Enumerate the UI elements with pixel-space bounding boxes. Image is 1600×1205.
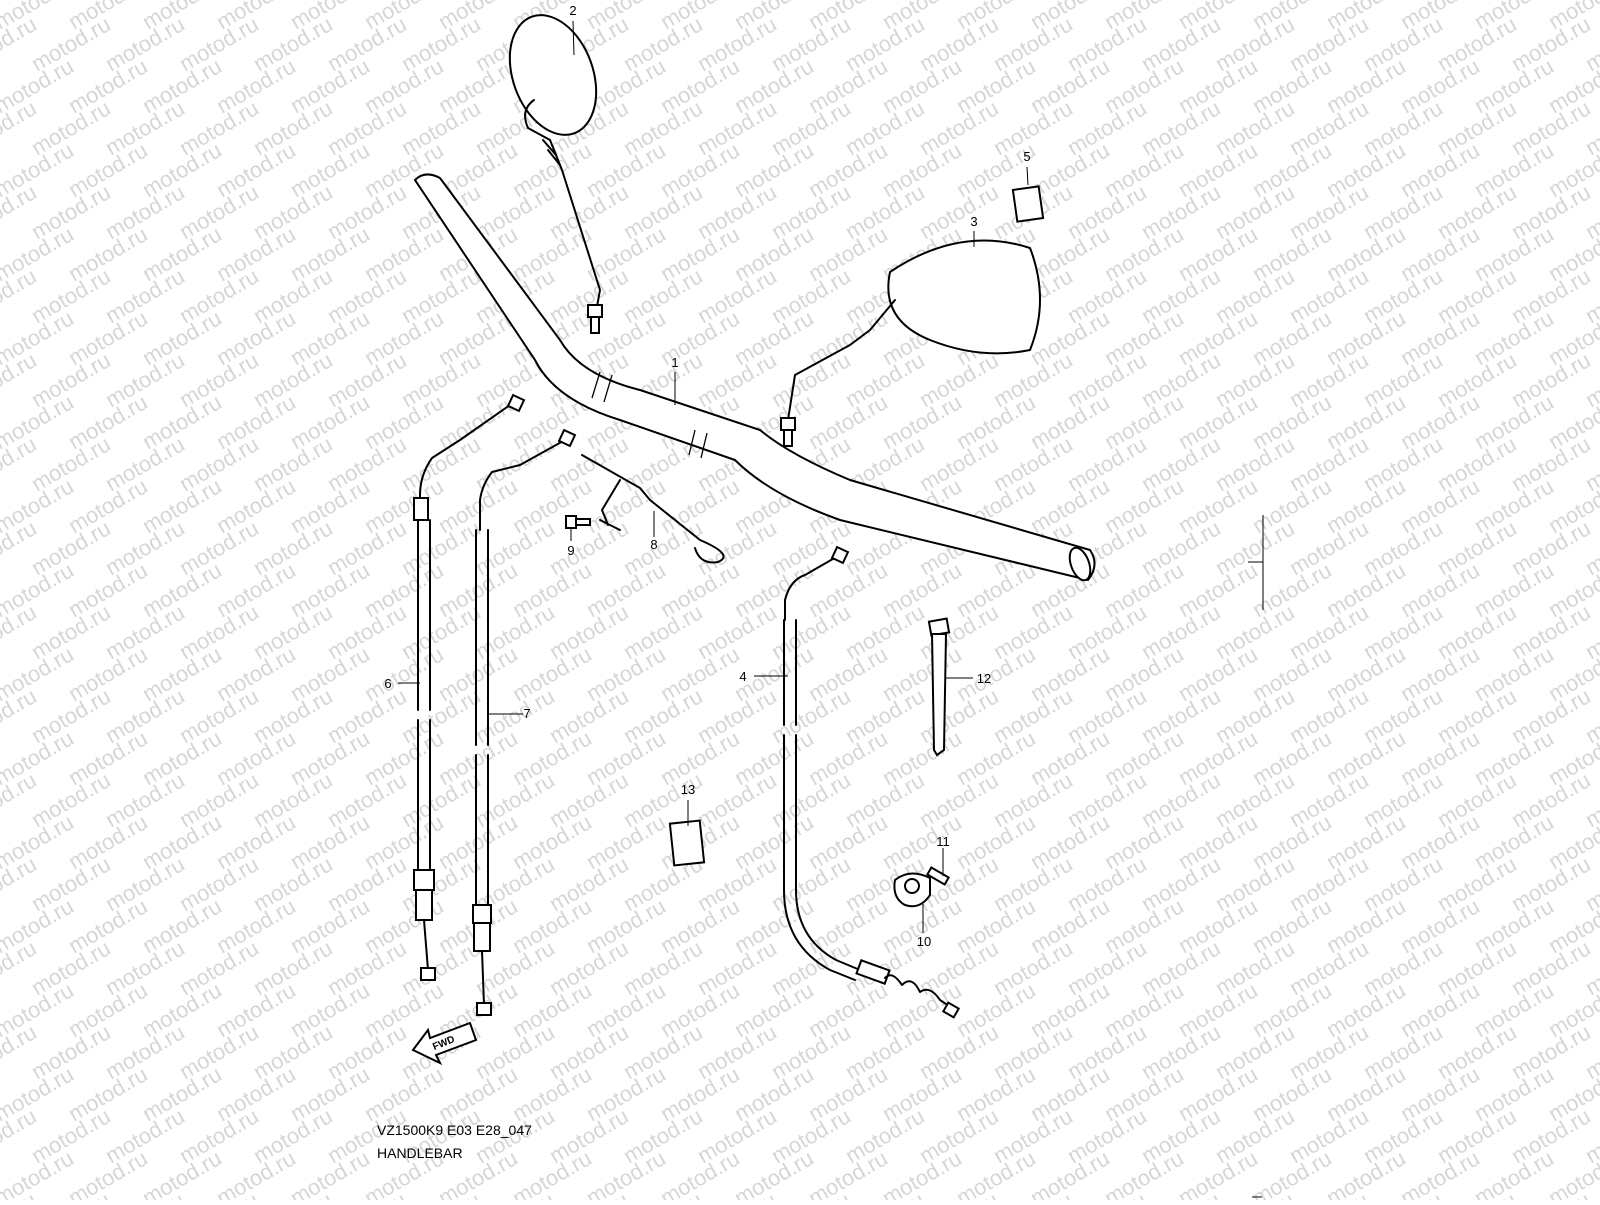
- label-part-13: [668, 819, 706, 867]
- cable-guide: [581, 454, 725, 564]
- cable-tie: [927, 617, 951, 757]
- mirror-right: [780, 239, 1041, 447]
- callout-9: 9: [567, 543, 574, 558]
- edge-mark: [1248, 515, 1264, 610]
- callout-10: 10: [917, 934, 931, 949]
- callout-8: 8: [650, 537, 657, 552]
- model-code: VZ1500K9 E03 E28_047: [377, 1122, 532, 1138]
- callout-6: 6: [384, 676, 391, 691]
- fwd-arrow: FWD: [411, 1021, 478, 1066]
- leader-lines: [398, 20, 1029, 933]
- callout-4: 4: [739, 669, 746, 684]
- callout-7: 7: [523, 706, 530, 721]
- handlebar: [413, 173, 1096, 582]
- callout-12: 12: [977, 671, 991, 686]
- callout-1: 1: [671, 355, 678, 370]
- throttle-cable-2: [472, 428, 577, 1016]
- callout-3: 3: [970, 214, 977, 229]
- mirror-left: [508, 14, 603, 334]
- callouts: 1 2 3 4 5 6 7 8 9 10 11 12 13: [384, 3, 1030, 949]
- callout-13: 13: [681, 782, 695, 797]
- callout-11: 11: [936, 834, 950, 849]
- callout-2: 2: [569, 3, 576, 18]
- callout-5: 5: [1023, 149, 1030, 164]
- throttle-cable-1: [413, 393, 526, 981]
- clutch-cable: [783, 545, 961, 1019]
- diagram-title: HANDLEBAR: [377, 1145, 463, 1161]
- label-part-5: [1011, 185, 1045, 223]
- clamp-and-screw: [893, 866, 951, 908]
